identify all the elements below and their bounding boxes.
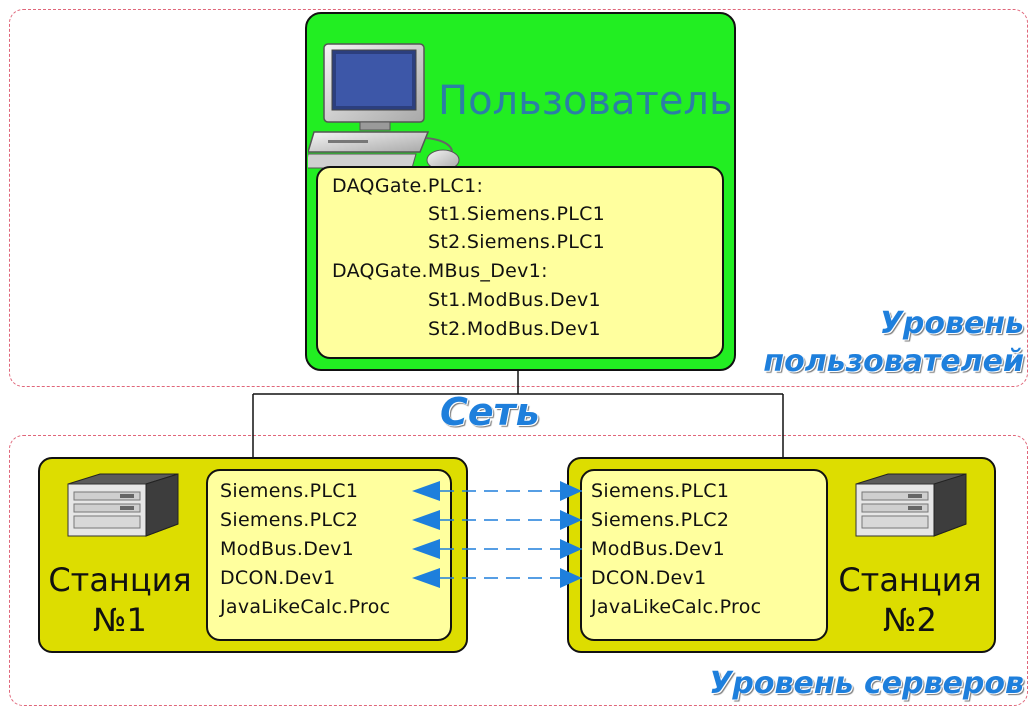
desktop-computer-icon <box>308 43 460 171</box>
gateway-source: St2.Siemens.PLC1 <box>428 231 606 253</box>
station-2-source: Siemens.PLC2 <box>591 509 730 531</box>
station-1-source: DCON.Dev1 <box>220 567 336 589</box>
station-2-source-list <box>580 469 828 641</box>
station-2-source: Siemens.PLC1 <box>591 480 730 502</box>
link-siemens-plc2 <box>412 510 582 530</box>
link-siemens-plc1 <box>412 481 582 501</box>
station-2-source: JavaLikeCalc.Proc <box>591 596 762 618</box>
user-gateway-list <box>316 166 724 359</box>
gateway-source: St1.ModBus.Dev1 <box>428 289 601 311</box>
server-rack-icon <box>67 473 179 537</box>
gateway-entry: DAQGate.PLC1: <box>332 175 484 197</box>
gateway-entry: DAQGate.MBus_Dev1: <box>332 260 548 282</box>
station-1-name: Станция <box>48 561 192 599</box>
users-level-label: Уровень <box>879 306 1024 341</box>
station-1-source: JavaLikeCalc.Proc <box>220 596 391 618</box>
server-rack-icon <box>855 473 967 537</box>
servers-level-label: Уровень серверов <box>709 666 1024 701</box>
network-label: Сеть <box>440 390 540 434</box>
station-1-source: Siemens.PLC2 <box>220 509 359 531</box>
station-2-name: Станция <box>838 561 982 599</box>
link-modbus-dev1 <box>412 539 582 559</box>
station-2-number: №2 <box>883 601 937 639</box>
servers-level-zone <box>9 435 1028 706</box>
station-1-source-list <box>206 469 452 641</box>
station-1-source: Siemens.PLC1 <box>220 480 359 502</box>
users-level-label-2: пользователей <box>763 344 1024 379</box>
station-1-number: №1 <box>93 601 147 639</box>
user-node-title: Пользователь <box>438 78 733 124</box>
station-2-source: ModBus.Dev1 <box>591 538 726 560</box>
station-1-source: ModBus.Dev1 <box>220 538 355 560</box>
station-2-source: DCON.Dev1 <box>591 567 707 589</box>
gateway-source: St2.ModBus.Dev1 <box>428 318 601 340</box>
gateway-source: St1.Siemens.PLC1 <box>428 203 606 225</box>
link-dcon-dev1 <box>412 568 582 588</box>
